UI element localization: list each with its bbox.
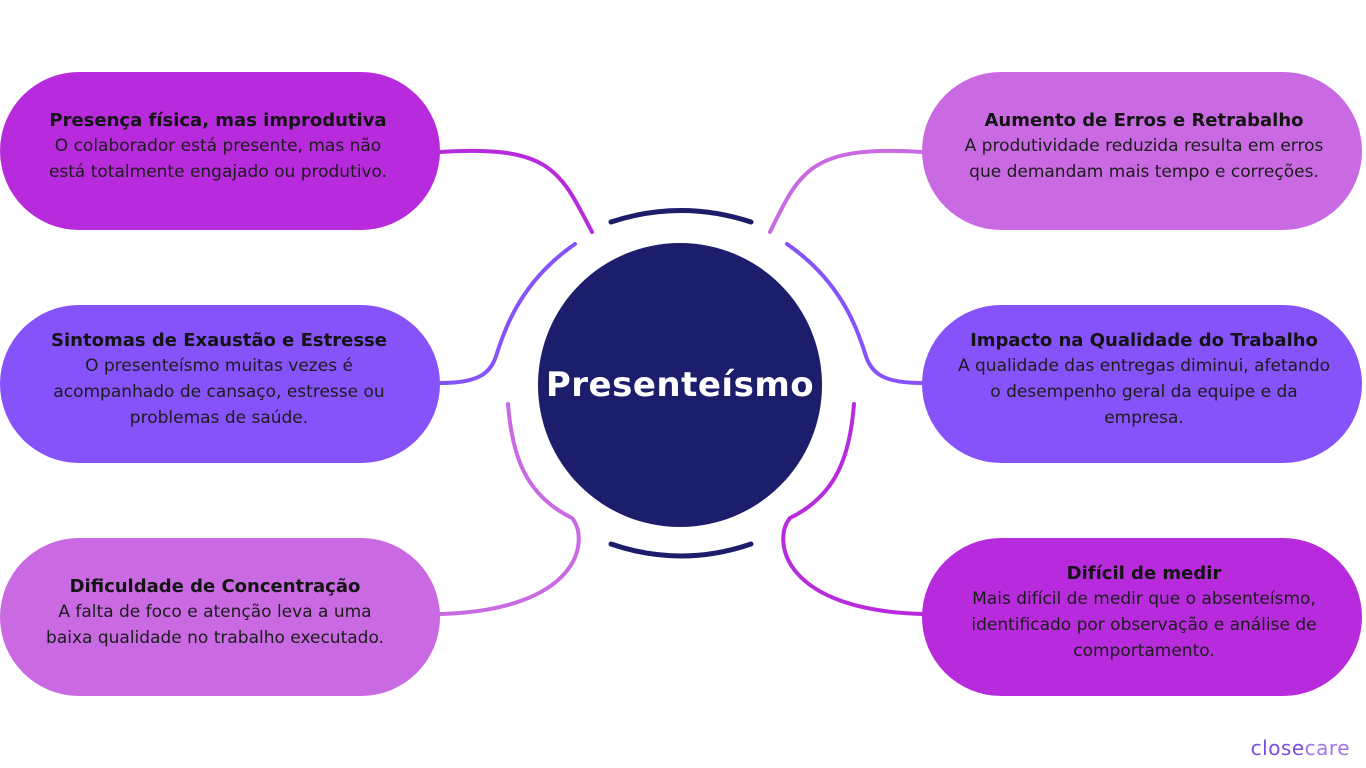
connector-1 [438, 148, 594, 234]
center-label: Presenteísmo [545, 365, 815, 405]
card-impacto-qualidade: Impacto na Qualidade do Trabalho A quali… [922, 305, 1362, 463]
card-title: Impacto na Qualidade do Trabalho [970, 330, 1318, 351]
brand-logo: closecare [1251, 736, 1350, 760]
card-aumento-erros: Aumento de Erros e Retrabalho A produtiv… [922, 72, 1362, 230]
card-title: Sintomas de Exaustão e Estresse [51, 330, 387, 351]
card-sintomas-exaustao: Sintomas de Exaustão e Estresse O presen… [0, 305, 440, 463]
card-text: A produtividade reduzida resulta em erro… [964, 136, 1324, 182]
card-title: Presença física, mas improdutiva [49, 110, 387, 131]
card-title: Aumento de Erros e Retrabalho [984, 110, 1304, 131]
brand-logo-part2: care [1304, 736, 1350, 760]
card-text: O colaborador está presente, mas não est… [48, 136, 388, 182]
bottom-arc [608, 541, 754, 559]
card-text: O presenteísmo muitas vezes é acompanhad… [53, 356, 385, 428]
connector-3 [438, 402, 581, 616]
card-title: Dificuldade de Concentração [69, 576, 361, 597]
card-text: Mais difícil de medir que o absenteísmo,… [971, 589, 1317, 661]
card-text: A qualidade das entregas diminui, afetan… [957, 356, 1331, 428]
connector-4 [768, 148, 924, 234]
card-text: A falta de foco e atenção leva a uma bai… [46, 602, 384, 648]
connector-6 [781, 402, 924, 616]
connector-2 [438, 242, 577, 385]
center-node: Presenteísmo [538, 243, 822, 527]
card-dificil-medir: Difícil de medir Mais difícil de medir q… [922, 538, 1362, 696]
brand-logo-part1: close [1250, 736, 1305, 760]
connector-5 [785, 242, 924, 385]
card-presenca-fisica: Presença física, mas improdutiva O colab… [0, 72, 440, 230]
card-dificuldade-concentracao: Dificuldade de Concentração A falta de f… [0, 538, 440, 696]
card-title: Difícil de medir [1066, 563, 1222, 584]
top-arc [608, 208, 754, 225]
